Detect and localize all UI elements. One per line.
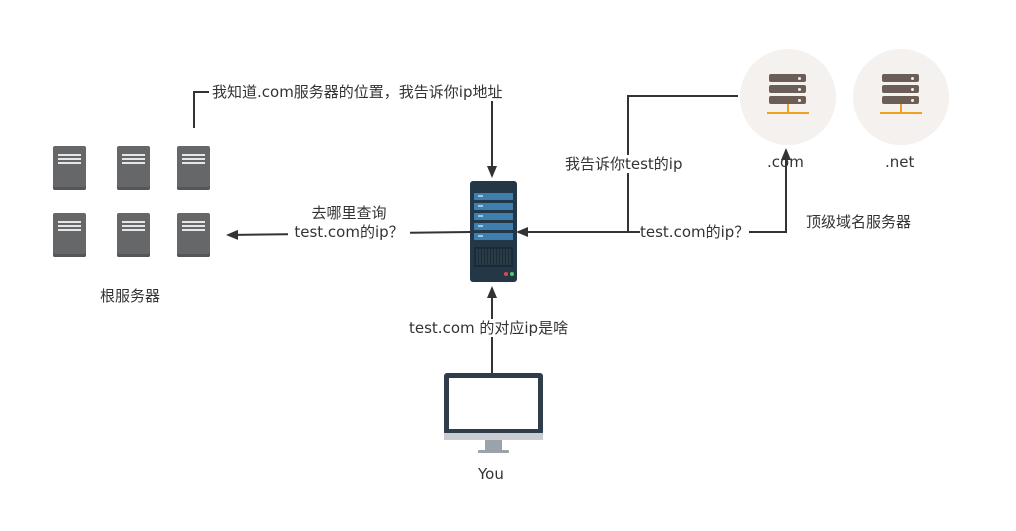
arrow-root-to-dns xyxy=(193,91,209,128)
com-server-icon xyxy=(740,49,836,145)
you-query-label: test.com 的对应ip是啥 xyxy=(409,319,569,337)
server-tower-icon xyxy=(53,146,86,190)
query-root-label-line1: 去哪里查询 xyxy=(288,204,410,222)
server-rack-icon xyxy=(470,181,517,282)
you-caption: You xyxy=(478,465,504,483)
net-server-icon xyxy=(853,49,949,145)
server-tower-icon xyxy=(177,213,210,257)
tld-caption: 顶级域名服务器 xyxy=(806,213,912,231)
query-root-label-line2: test.com的ip？ xyxy=(288,223,410,241)
server-tower-icon xyxy=(177,146,210,190)
server-tower-icon xyxy=(117,213,150,257)
root-servers-caption: 根服务器 xyxy=(100,287,161,305)
root-reply-label: 我知道.com服务器的位置，我告诉你ip地址 xyxy=(212,83,503,101)
com-caption: .com xyxy=(767,153,804,171)
monitor-icon xyxy=(444,373,543,453)
server-tower-icon xyxy=(53,213,86,257)
net-caption: .net xyxy=(885,153,915,171)
query-tld-label: test.com的ip？ xyxy=(640,223,750,241)
server-tower-icon xyxy=(117,146,150,190)
arrow-dns-to-com xyxy=(518,148,791,233)
tld-reply-label: 我告诉你test的ip xyxy=(565,155,683,173)
